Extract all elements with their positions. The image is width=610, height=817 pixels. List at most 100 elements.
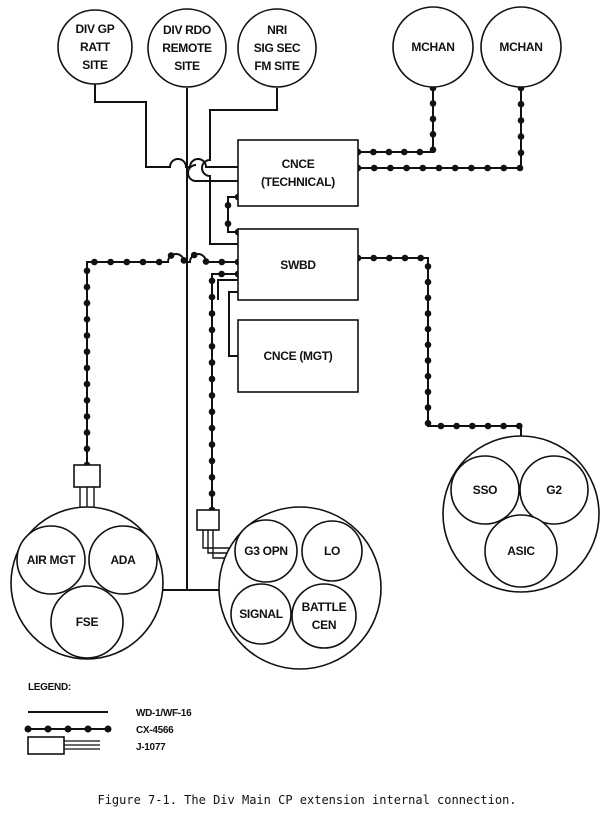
cable-dot	[208, 293, 216, 301]
node-label-line: (TECHNICAL)	[261, 175, 335, 189]
cable-dot	[91, 258, 98, 266]
cable-dot	[83, 413, 91, 420]
cable-dot	[500, 164, 508, 172]
cable-dot	[386, 254, 393, 262]
cable-dot	[208, 277, 216, 285]
node-label-line: DIV RDO	[163, 23, 211, 37]
node-label-line: ADA	[110, 553, 136, 567]
cable-dot	[83, 332, 91, 339]
node-label-g2: G2	[546, 483, 562, 497]
cable-dot	[190, 251, 198, 259]
cable-dot	[419, 164, 427, 172]
cable-dot	[429, 100, 437, 107]
cable-dot	[417, 254, 425, 262]
cable-dot	[180, 257, 188, 264]
node-label-line: SWBD	[280, 258, 316, 272]
node-label-line: G2	[546, 483, 562, 497]
node-label-mchan-2: MCHAN	[499, 40, 542, 54]
legend-cable-label: CX-4566	[136, 725, 174, 736]
cable-dot	[224, 220, 232, 227]
cable-dot	[424, 263, 432, 270]
cable-dot	[424, 419, 432, 427]
node-label-cnce-technical: CNCE (TECHNICAL)	[261, 157, 335, 189]
node-label-div-rdo-remote: DIV RDO REMOTE SITE	[162, 23, 212, 73]
node-label-g3-opn: G3 OPN	[244, 544, 288, 558]
node-label-line: CNCE (MGT)	[264, 349, 333, 363]
node-label-line: RATT	[80, 40, 111, 54]
cable-dot	[83, 445, 91, 453]
cable-dot	[451, 164, 459, 172]
node-label-signal: SIGNAL	[239, 607, 283, 621]
cable-dot	[370, 148, 377, 156]
node-label-line: SIG SEC	[254, 41, 301, 55]
legend: LEGEND: WD-1/WF-16 CX-4566 J-1077	[24, 682, 192, 755]
cable-dot	[403, 164, 410, 172]
node-label-air-mgt: AIR MGT	[27, 553, 77, 567]
node-label-line: SITE	[82, 58, 108, 72]
cable-dot	[435, 164, 443, 172]
legend-title: LEGEND:	[28, 682, 71, 693]
cable-dot	[208, 326, 216, 334]
node-mchan-1: MCHAN	[392, 6, 474, 88]
node-label-line: REMOTE	[162, 41, 212, 55]
figure-caption: Figure 7-1. The Div Main CP extension in…	[97, 793, 516, 807]
node-label-line: NRI	[267, 23, 287, 37]
cable-dot	[429, 115, 437, 123]
node-swbd: SWBD	[237, 228, 359, 301]
cable-dot	[484, 164, 491, 172]
node-label-sso: SSO	[473, 483, 497, 497]
node-label-fse: FSE	[76, 615, 99, 629]
cable-dot	[424, 341, 432, 349]
cable-dot	[224, 202, 232, 209]
cable-dot	[401, 148, 408, 156]
cable-dot	[517, 149, 525, 157]
cable-dot	[139, 258, 147, 266]
cable-dot	[517, 117, 525, 124]
cable-dot	[517, 100, 525, 108]
cable-dot	[469, 422, 476, 430]
node-label-line: LO	[324, 544, 340, 558]
cable-dot	[208, 343, 216, 350]
cable-dot	[208, 474, 216, 481]
cable-dot	[107, 258, 114, 266]
node-cnce-mgt: CNCE (MGT)	[237, 319, 359, 393]
cable-dot	[208, 490, 216, 497]
cable-dot	[83, 299, 91, 307]
cable-dot	[453, 422, 460, 430]
junction-box-center	[196, 509, 234, 559]
cable-dot	[424, 310, 432, 317]
cluster-left: AIR MGT ADA FSE	[10, 506, 164, 660]
cable-dot	[218, 270, 225, 278]
cluster-right: SSO G2 ASIC	[442, 435, 600, 593]
cable-dot	[516, 164, 524, 172]
legend-wire-label: WD-1/WF-16	[136, 708, 192, 719]
cable-dot	[83, 283, 91, 291]
node-label-line: SITE	[174, 59, 200, 73]
node-label-ada: ADA	[110, 553, 136, 567]
cable-dot	[424, 388, 432, 396]
cable-dot	[167, 252, 175, 259]
cable-marker-dots	[83, 84, 525, 514]
cable-dot	[208, 424, 216, 432]
cable-dot	[424, 372, 432, 380]
cable-dot	[208, 408, 216, 416]
cable-dot	[424, 357, 432, 364]
cable-dot	[429, 131, 437, 138]
cable-dot	[370, 164, 378, 172]
cable-dot	[517, 133, 525, 140]
node-label-asic: ASIC	[507, 544, 535, 558]
node-label-line: CNCE	[282, 157, 315, 171]
cable-dot	[424, 404, 432, 411]
cable-dot	[155, 258, 163, 266]
cable-dot	[83, 364, 91, 372]
cable-dot	[208, 359, 216, 366]
cable-dot	[208, 392, 216, 399]
cable-dot	[208, 457, 216, 465]
cable-dot	[83, 380, 91, 388]
cable-dot	[83, 267, 91, 275]
cable-dot	[416, 148, 424, 156]
